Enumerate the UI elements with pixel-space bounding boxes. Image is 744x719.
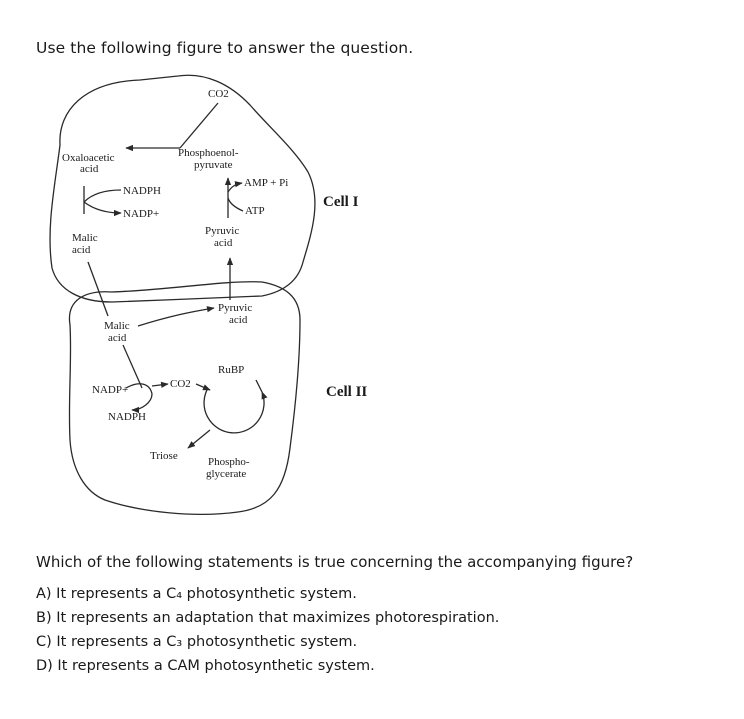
question-prompt: Use the following figure to answer the q…	[36, 39, 414, 57]
atp-label: ATP	[245, 205, 265, 217]
triose-out-arrow	[187, 429, 211, 449]
phosphoglycerate-label-2: glycerate	[206, 468, 246, 480]
c4-pathway-diagram: Cell I Cell II CO2 Oxaloacetic acid Phos…	[49, 74, 367, 515]
question-text: Which of the following statements is tru…	[36, 553, 634, 571]
option-b[interactable]: B) It represents an adaptation that maxi…	[36, 610, 500, 626]
answer-options: A) It represents a C₄ photosynthetic sys…	[36, 582, 499, 678]
co2-to-cycle-arrow	[195, 383, 211, 391]
phosphoenolpyruvate-label: Phosphoenol-	[178, 147, 239, 159]
nadp-out-arrow	[83, 201, 122, 217]
malic-to-pyruvic-arrow	[137, 306, 215, 327]
rubp-label: RuBP	[218, 364, 244, 376]
oxaloacetic-label-acid: acid	[80, 163, 99, 175]
malic-transport-line	[87, 261, 109, 317]
calvin-cycle-circle	[203, 387, 268, 434]
pyruvic-acid-label-1: Pyruvic	[205, 225, 239, 237]
nadp-label-top: NADP+	[123, 208, 159, 220]
co2-entry-line	[179, 102, 219, 149]
triose-label: Triose	[150, 450, 178, 462]
nadph-label-bottom: NADPH	[108, 411, 146, 423]
phosphoglycerate-label: Phospho-	[208, 456, 250, 468]
cell-1-label: Cell I	[323, 194, 359, 210]
cell-2-outline	[68, 281, 301, 515]
rubp-to-cycle-line	[255, 379, 263, 393]
option-a[interactable]: A) It represents a C₄ photosynthetic sys…	[36, 586, 357, 602]
amp-pi-label: AMP + Pi	[244, 177, 288, 189]
malic-acid-label-1: Malic	[72, 232, 98, 244]
cell-2-label: Cell II	[326, 384, 367, 400]
malic-decarboxylation-line	[122, 344, 143, 389]
co2-label-top: CO2	[208, 88, 229, 100]
option-d[interactable]: D) It represents a CAM photosynthetic sy…	[36, 658, 375, 674]
cell-1-outline	[49, 74, 316, 303]
option-c[interactable]: C) It represents a C₃ photosynthetic sys…	[36, 634, 358, 650]
co2-release-arrow	[151, 381, 169, 388]
amp-out-arrow	[227, 181, 243, 193]
pyruvic-acid-label-2b: acid	[229, 314, 248, 326]
oxaloacetic-label: Oxaloacetic	[62, 152, 115, 164]
pyruvic-acid-label-2: Pyruvic	[218, 302, 252, 314]
phosphoenolpyruvate-label-2: pyruvate	[194, 159, 233, 171]
nadph-label-top: NADPH	[123, 185, 161, 197]
pyruvic-acid-label-1b: acid	[214, 237, 233, 249]
co2-label-bottom: CO2	[170, 378, 191, 390]
nadp-label-bottom: NADP+	[92, 384, 128, 396]
nadp-branch-bracket	[125, 383, 153, 414]
malic-acid-label-2b: acid	[108, 332, 127, 344]
atp-in-arrow	[227, 197, 244, 212]
malic-acid-label-1b: acid	[72, 244, 91, 256]
malic-acid-label-2: Malic	[104, 320, 130, 332]
nadph-in-arrow	[83, 189, 122, 203]
